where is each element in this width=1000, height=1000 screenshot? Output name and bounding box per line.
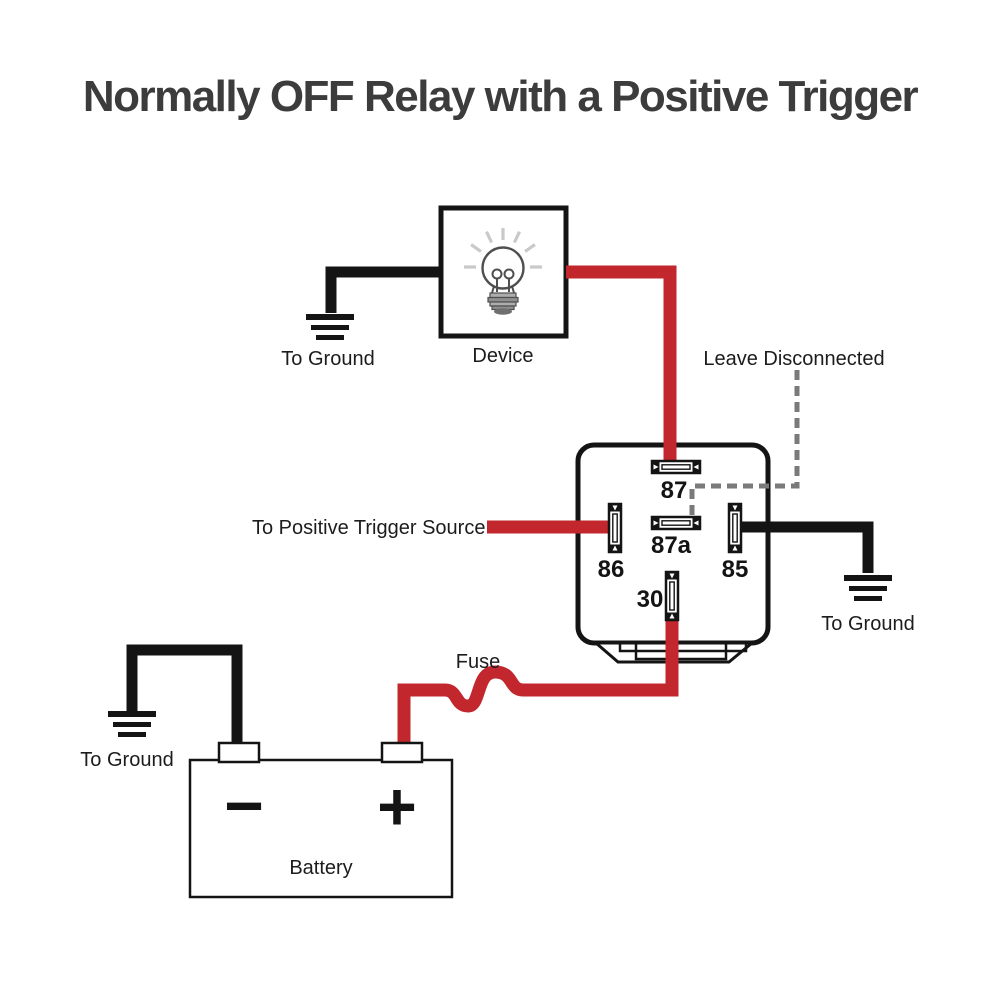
ground-symbol-device [306,314,354,340]
pin-85-label: 85 [722,556,749,583]
ground-symbol-battery [108,711,156,737]
ground-symbol-relay [844,575,892,601]
wire-85-to-ground [737,521,874,573]
battery-plus-sign: + [377,769,417,845]
bulb-glass [481,246,525,290]
relay-pin-87a [650,515,702,531]
battery-label: Battery [289,857,352,879]
battery-minus-sign: − [224,768,264,844]
bulb-rays [464,228,542,269]
ground-label-device: To Ground [281,348,374,370]
pin-30-label: 30 [637,586,664,613]
leave-disconnected-label: Leave Disconnected [703,348,884,370]
battery-terminal-positive [380,741,424,764]
light-bulb-icon [464,228,542,315]
ground-label-battery: To Ground [80,749,173,771]
ground-label-relay: To Ground [821,613,914,635]
wire-device-to-relay-87 [566,265,677,463]
pin-86-label: 86 [598,556,625,583]
wire-battery-to-ground [126,644,243,746]
trigger-source-label: To Positive Trigger Source [252,517,485,539]
wire-device-to-ground [325,266,441,313]
relay-pin-86 [607,502,623,554]
bulb-base [487,292,519,315]
battery-box [188,758,454,899]
bulb-filament [491,268,515,294]
relay-pin-30 [664,570,680,622]
relay-pin-87 [650,459,702,475]
dashed-leave-disconnected-wire [689,370,800,515]
fuse-label: Fuse [456,651,500,673]
relay-pin-85 [727,502,743,554]
pin-87-label: 87 [661,477,688,504]
wire-30-fuse-to-battery [397,615,679,746]
device-label: Device [472,345,533,367]
page-title: Normally OFF Relay with a Positive Trigg… [82,72,919,121]
pin-87a-label: 87a [651,532,692,559]
battery-terminal-negative [217,741,261,764]
